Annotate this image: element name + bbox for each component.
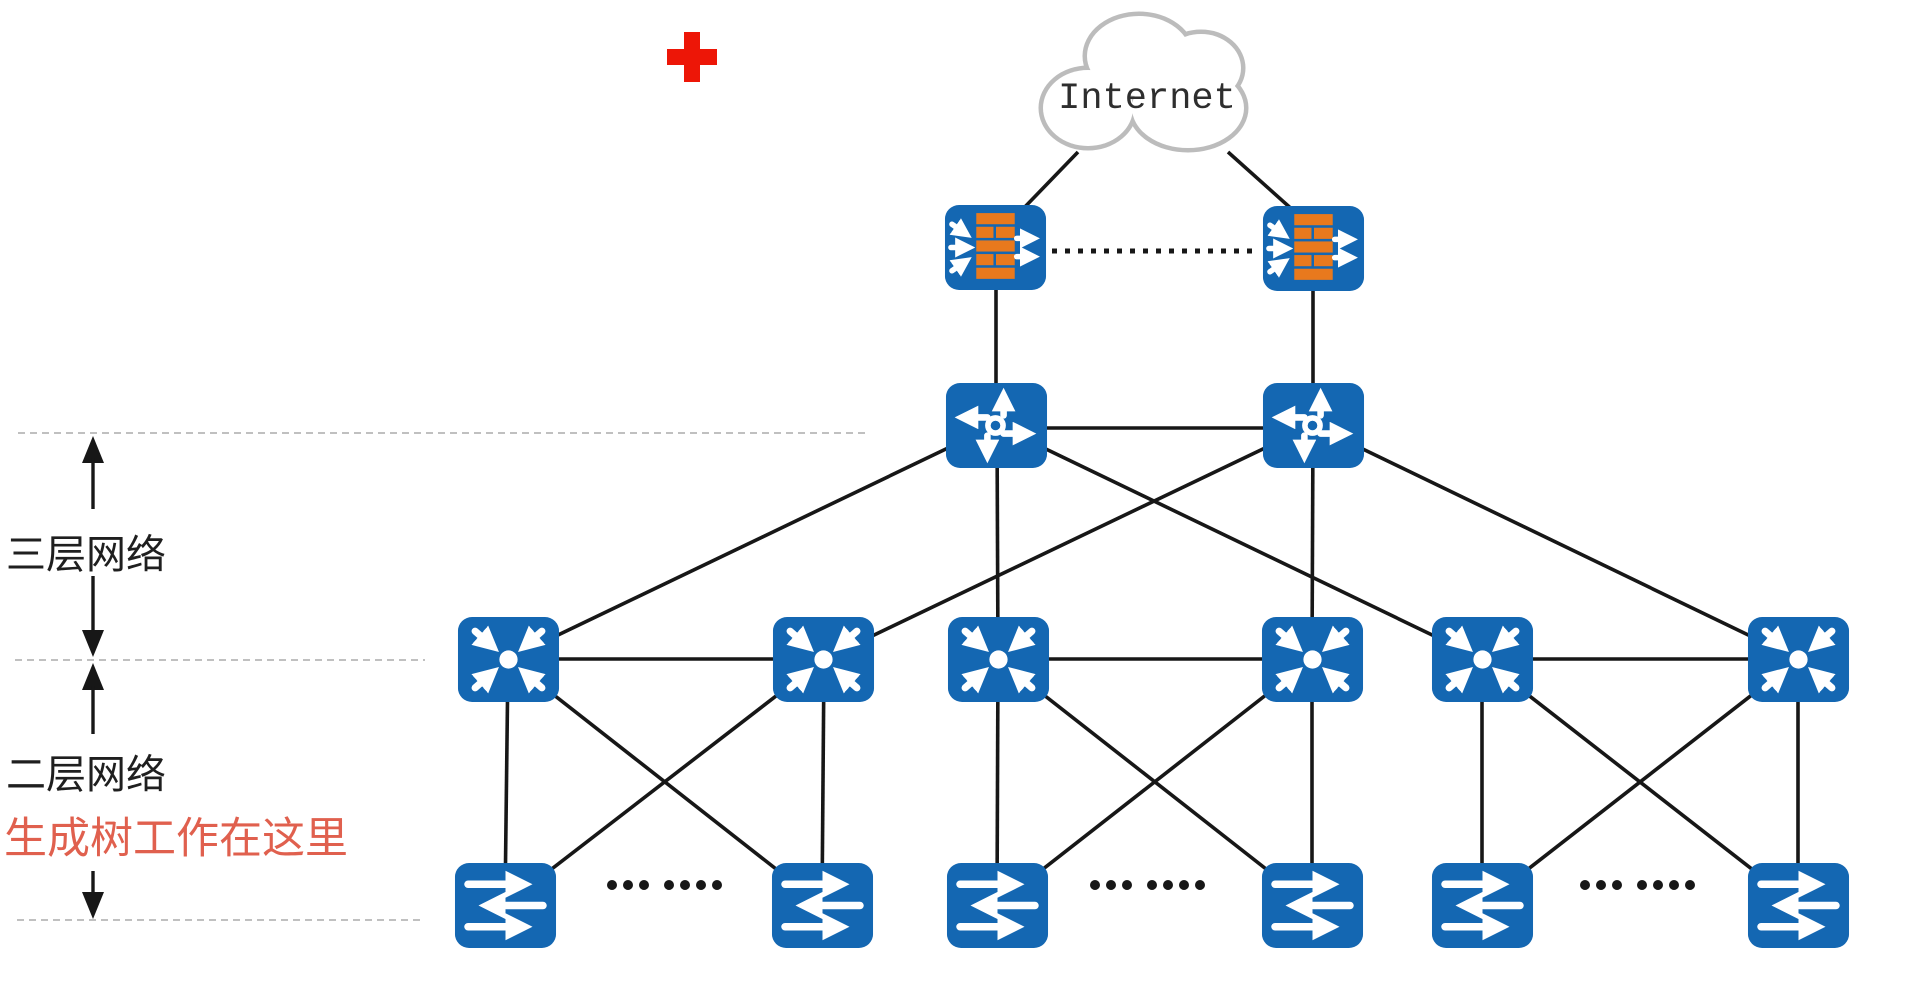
access-switch-5 <box>1430 863 1535 948</box>
l2-switch-icon <box>945 863 1050 948</box>
link-core1-agg1 <box>507 423 997 661</box>
l2-switch-icon <box>1430 863 1535 948</box>
link-core2-agg2 <box>823 423 1314 661</box>
agg-switch-3 <box>946 617 1051 702</box>
stp-note-label: 生成树工作在这里 <box>4 814 348 864</box>
agg-switch-1 <box>456 617 561 702</box>
link-agg6-access5 <box>1480 657 1800 907</box>
firewall-2 <box>1261 206 1366 291</box>
firewall-1 <box>943 205 1048 290</box>
cloud-label: Internet <box>1058 78 1236 120</box>
agg-switch-4 <box>1260 617 1365 702</box>
l2-switch-icon <box>1260 863 1365 948</box>
link-agg2-access1 <box>503 657 826 907</box>
l2-switch-icon <box>770 863 875 948</box>
access-switch-4 <box>1260 863 1365 948</box>
layer3-label: 三层网络 <box>6 532 166 578</box>
arrow-up-head-top <box>82 436 104 463</box>
arrow-down-head-bottom <box>82 892 104 919</box>
core-router-1 <box>944 383 1049 468</box>
red-cross-marker <box>666 31 718 83</box>
link-core1-agg5 <box>995 423 1483 661</box>
agg-switch-5 <box>1430 617 1535 702</box>
router-icon <box>944 383 1049 468</box>
arrow-down-head-mid <box>82 630 104 657</box>
l2-switch-icon <box>453 863 558 948</box>
firewall-icon <box>1261 206 1366 291</box>
core-router-2 <box>1261 383 1366 468</box>
l2-switch-icon <box>1746 863 1851 948</box>
access-switch-3 <box>945 863 1050 948</box>
link-cloud-firewall1 <box>1018 150 1080 214</box>
l3-switch-icon <box>771 617 876 702</box>
link-cloud-firewall2 <box>1226 150 1297 214</box>
router-icon <box>1261 383 1366 468</box>
link-core2-agg6 <box>1312 423 1799 661</box>
access-switch-6 <box>1746 863 1851 948</box>
l3-switch-icon <box>1430 617 1535 702</box>
firewall-icon <box>943 205 1048 290</box>
agg-switch-2 <box>771 617 876 702</box>
internet-cloud: Internet <box>1036 6 1258 160</box>
l3-switch-icon <box>456 617 561 702</box>
cloud-icon <box>1038 11 1249 153</box>
l3-switch-icon <box>1260 617 1365 702</box>
l3-switch-icon <box>946 617 1051 702</box>
agg-switch-6 <box>1746 617 1851 702</box>
link-agg4-access3 <box>995 657 1314 907</box>
l3-switch-icon <box>1746 617 1851 702</box>
layer2-label: 二层网络 <box>6 752 166 798</box>
ellipsis-dots-group2 <box>1090 880 1205 890</box>
access-switch-2 <box>770 863 875 948</box>
arrow-up-head-mid <box>82 663 104 690</box>
red-cross-icon <box>667 32 717 82</box>
ellipsis-dots-group3 <box>1580 880 1695 890</box>
ellipsis-dots-group1 <box>607 880 722 890</box>
access-switch-1 <box>453 863 558 948</box>
